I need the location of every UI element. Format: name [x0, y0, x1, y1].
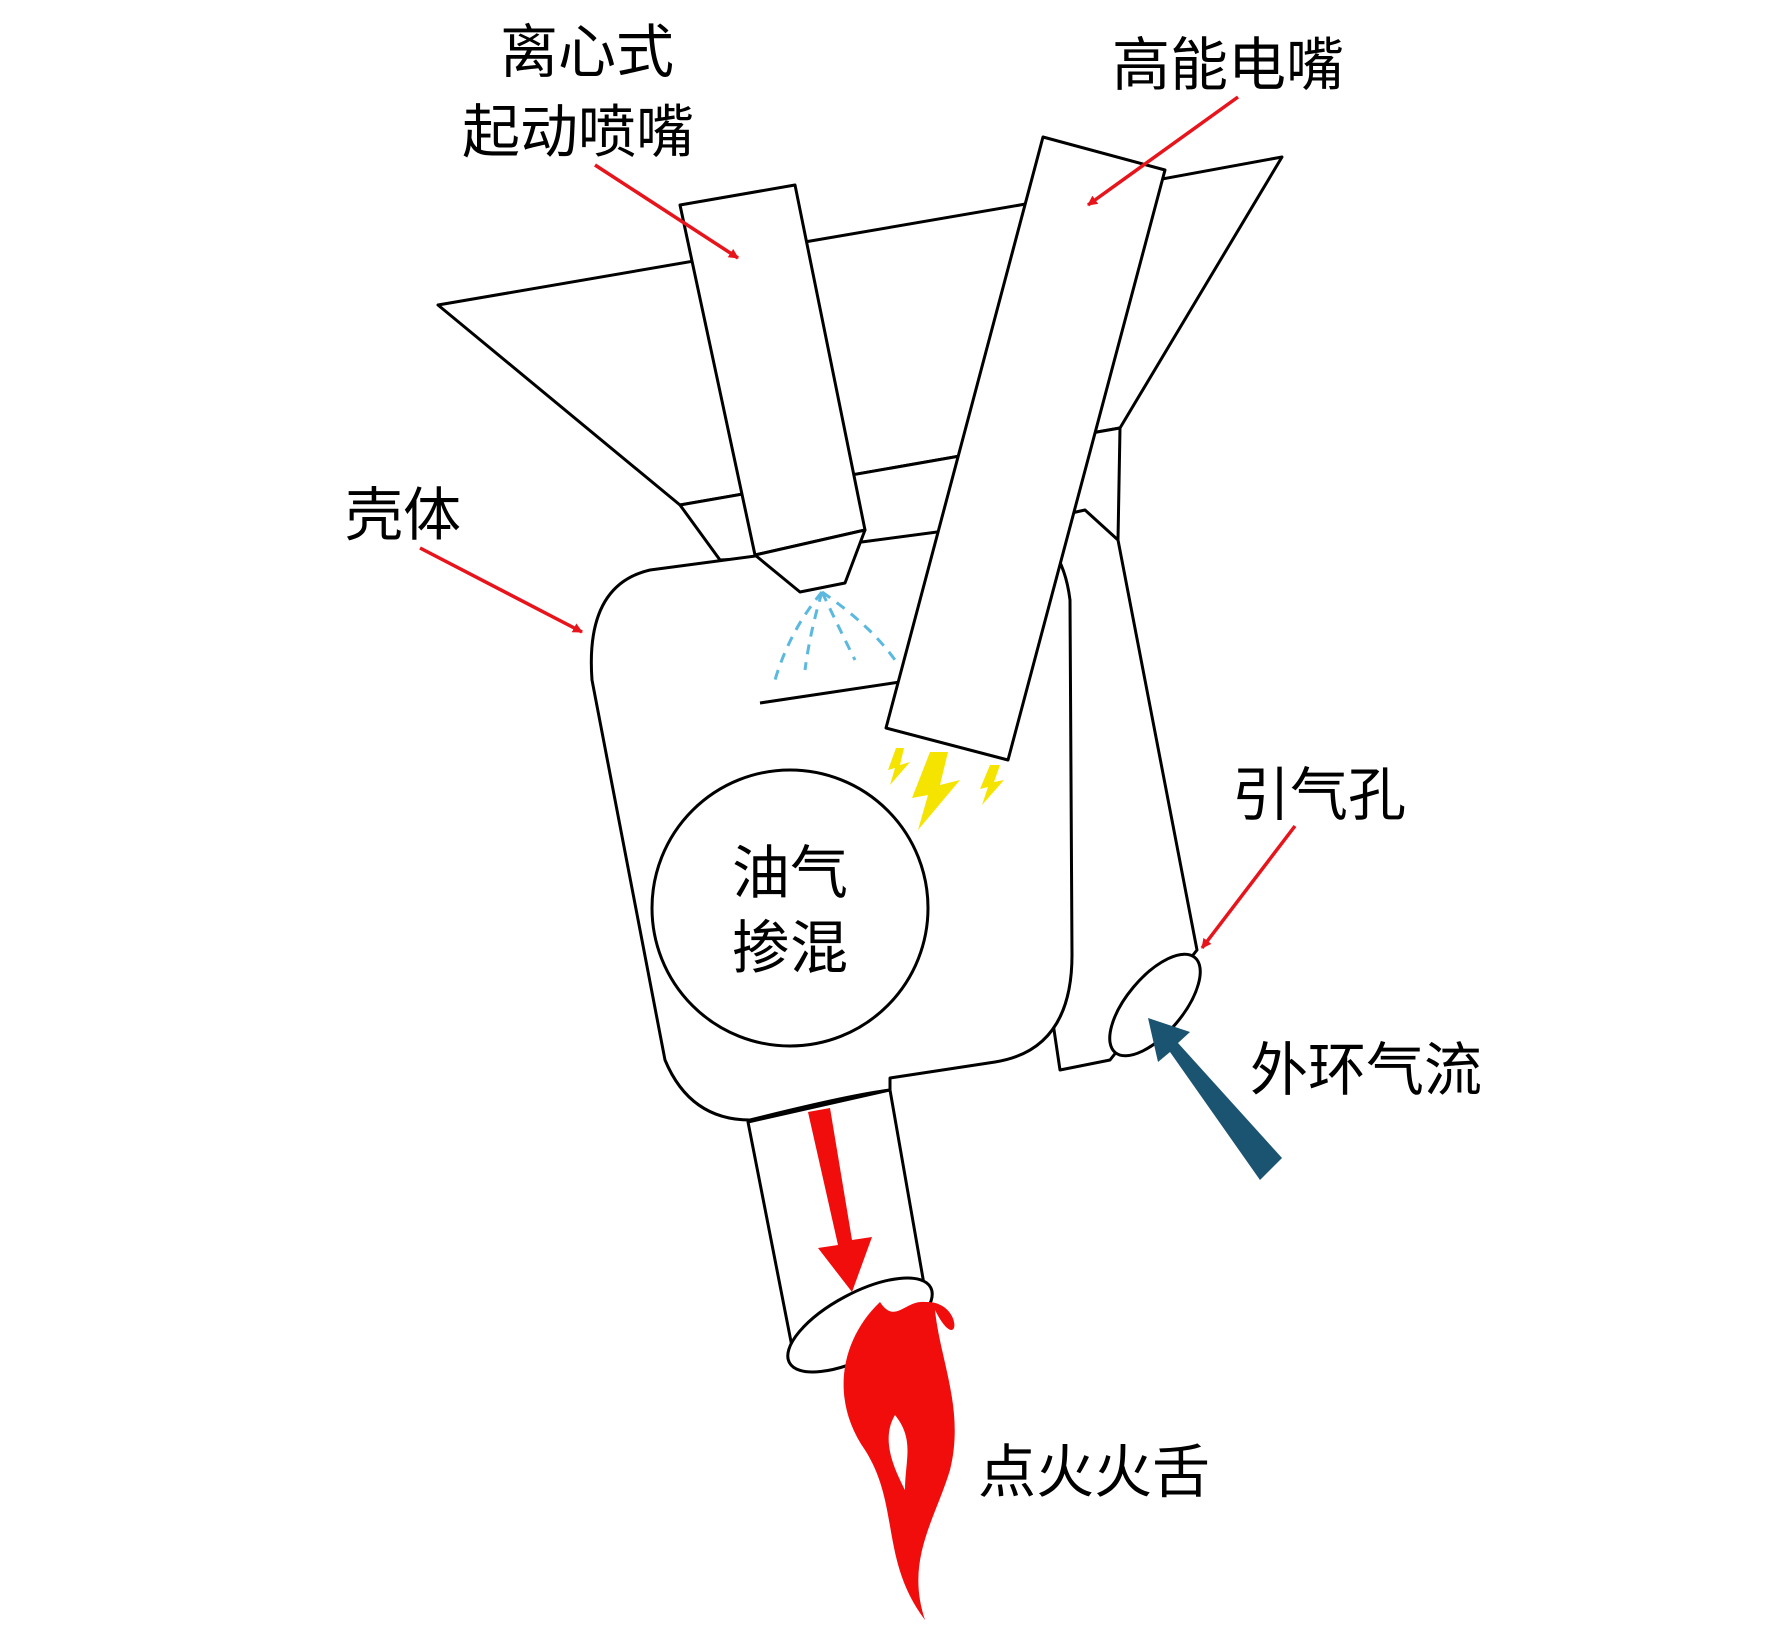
bleed-hole: [1108, 952, 1202, 1058]
label-outer-airflow: 外环气流: [1250, 1036, 1482, 1104]
pointer-casing: [419, 546, 583, 634]
label-ignition-flame: 点火火舌: [978, 1438, 1210, 1506]
fuel-spray: [773, 590, 897, 681]
pointer-centrifugal-nozzle: [594, 163, 739, 260]
flame-inner-cut: [888, 1415, 908, 1490]
pointer-bleed-hole: [1200, 824, 1297, 950]
high-energy-igniter: [884, 135, 1167, 762]
outer-airflow-arrow: [1148, 1018, 1282, 1180]
mixing-chamber: [650, 768, 930, 1048]
label-bleed-hole: 引气孔: [1232, 761, 1406, 829]
lightning-bolt-icon: [888, 748, 1004, 830]
inner-partition: [759, 680, 901, 705]
label-centrifugal-nozzle-line2: 起动喷嘴: [462, 98, 694, 166]
label-centrifugal-nozzle-line1: 离心式: [500, 18, 674, 86]
label-pointers: [419, 95, 1297, 950]
label-mixing-line1: 油气: [732, 839, 848, 907]
flow-arrow: [808, 1108, 872, 1292]
label-casing: 壳体: [345, 481, 461, 549]
nozzle-tip: [753, 528, 867, 594]
label-mixing-line2: 掺混: [732, 914, 848, 982]
label-igniter: 高能电嘴: [1112, 31, 1344, 99]
pointer-igniter: [1086, 95, 1240, 207]
